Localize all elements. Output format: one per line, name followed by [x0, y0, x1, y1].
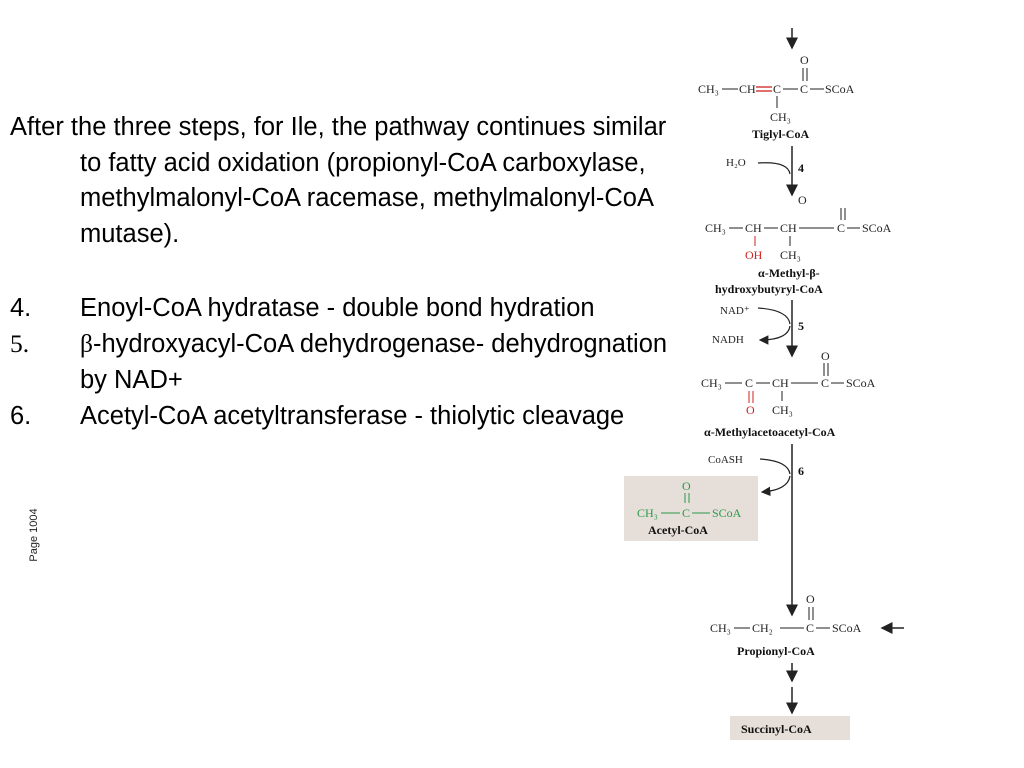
keto-group-red: O [746, 403, 755, 417]
item-text: Enoyl-CoA hydratase - double bond hydrat… [80, 293, 595, 322]
beta-symbol: β [80, 329, 93, 359]
nad-input-arrow [757, 307, 791, 325]
svg-text:CoASH: CoASH [708, 454, 743, 466]
hydroxyl-group-red: OH [745, 248, 763, 262]
svg-text:O: O [806, 592, 815, 606]
svg-text:CH₃: CH₃ [770, 110, 791, 124]
svg-text:O: O [682, 479, 691, 493]
methylacetoacetyl-coa-structure: O CH₃ C CH C SCoA O CH₃ [701, 349, 876, 417]
svg-text:CH₃: CH₃ [780, 248, 801, 262]
nadh-output-arrow [758, 325, 791, 345]
coash-input-arrow [759, 458, 791, 475]
succinyl-coa-label: Succinyl-CoA [741, 722, 812, 736]
pathway-diagram: CH₃ CH C C SCoA O CH₃ Tiglyl-CoA H₂O 4 O… [624, 28, 904, 740]
svg-text:CH₃: CH₃ [705, 221, 726, 235]
hydroxybutyryl-coa-label-2: hydroxybutyryl-CoA [715, 282, 823, 296]
svg-text:O: O [821, 349, 830, 363]
acetyl-coa-output-arrow [760, 475, 791, 497]
svg-text:SCoA: SCoA [862, 221, 892, 235]
svg-text:SCoA: SCoA [712, 506, 742, 520]
list-item-6: 6. Acetyl-CoA acetyltransferase - thiolyt… [10, 399, 670, 435]
svg-text:CH₃: CH₃ [772, 403, 793, 417]
acetyl-coa-box: O CH₃ C SCoA Acetyl-CoA [624, 476, 758, 541]
svg-text:SCoA: SCoA [825, 82, 855, 96]
step-4-number: 4 [798, 161, 804, 175]
svg-text:C: C [806, 621, 814, 635]
list-item-5: 5. β-hydroxyacyl-CoA dehydrogenase- dehyd… [10, 326, 670, 398]
hydroxybutyryl-coa-label-1: α-Methyl-β- [758, 266, 820, 280]
tiglyl-coa-structure: CH₃ CH C C SCoA O CH₃ [698, 53, 855, 124]
item-number: 5. [10, 329, 30, 359]
svg-text:CH: CH [739, 82, 756, 96]
hydroxybutyryl-coa-structure: O CH₃ CH CH C SCoA OH CH₃ [705, 193, 892, 262]
item-text: Acetyl-CoA acetyltransferase - thiolytic… [80, 401, 625, 430]
water-input-arrow [757, 162, 791, 175]
methylacetoacetyl-coa-label: α-Methylacetoacetyl-CoA [704, 425, 836, 439]
svg-text:CH₃: CH₃ [698, 82, 719, 96]
item-number: 6. [10, 401, 32, 430]
svg-text:CH₃: CH₃ [701, 376, 722, 390]
svg-text:C: C [745, 376, 753, 390]
svg-text:SCoA: SCoA [846, 376, 876, 390]
svg-text:CH₃: CH₃ [710, 621, 731, 635]
svg-text:O: O [798, 193, 807, 207]
list-item-4: 4. Enoyl-CoA hydratase - double bond hydr… [10, 291, 670, 327]
page-reference: Page 1004 [28, 508, 40, 562]
propionyl-coa-structure: O CH₃ CH₂ C SCoA [710, 592, 862, 635]
svg-text:SCoA: SCoA [832, 621, 862, 635]
intro-paragraph: After the three steps, for Ile, the path… [10, 113, 667, 249]
step-5-number: 5 [798, 319, 804, 333]
svg-text:CH₃: CH₃ [637, 506, 658, 520]
svg-text:CH: CH [745, 221, 762, 235]
svg-text:C: C [773, 82, 781, 96]
slide-text: After the three steps, for Ile, the path… [10, 110, 670, 435]
svg-text:CH: CH [780, 221, 797, 235]
svg-text:CH₂: CH₂ [752, 621, 773, 635]
item-number: 4. [10, 293, 32, 322]
svg-text:NAD⁺: NAD⁺ [720, 305, 750, 317]
svg-text:C: C [800, 82, 808, 96]
svg-text:O: O [800, 53, 809, 67]
svg-text:C: C [682, 506, 690, 520]
succinyl-coa-box: Succinyl-CoA [730, 716, 850, 740]
tiglyl-coa-label: Tiglyl-CoA [752, 127, 809, 141]
svg-text:CH: CH [772, 376, 789, 390]
svg-text:H₂O: H₂O [726, 157, 746, 169]
svg-text:C: C [837, 221, 845, 235]
step-6-number: 6 [798, 464, 804, 478]
svg-text:C: C [821, 376, 829, 390]
propionyl-coa-label: Propionyl-CoA [737, 644, 815, 658]
acetyl-coa-label: Acetyl-CoA [648, 523, 708, 537]
item-text: -hydroxyacyl-CoA dehydrogenase- dehydrog… [80, 330, 668, 395]
svg-text:NADH: NADH [712, 334, 744, 346]
